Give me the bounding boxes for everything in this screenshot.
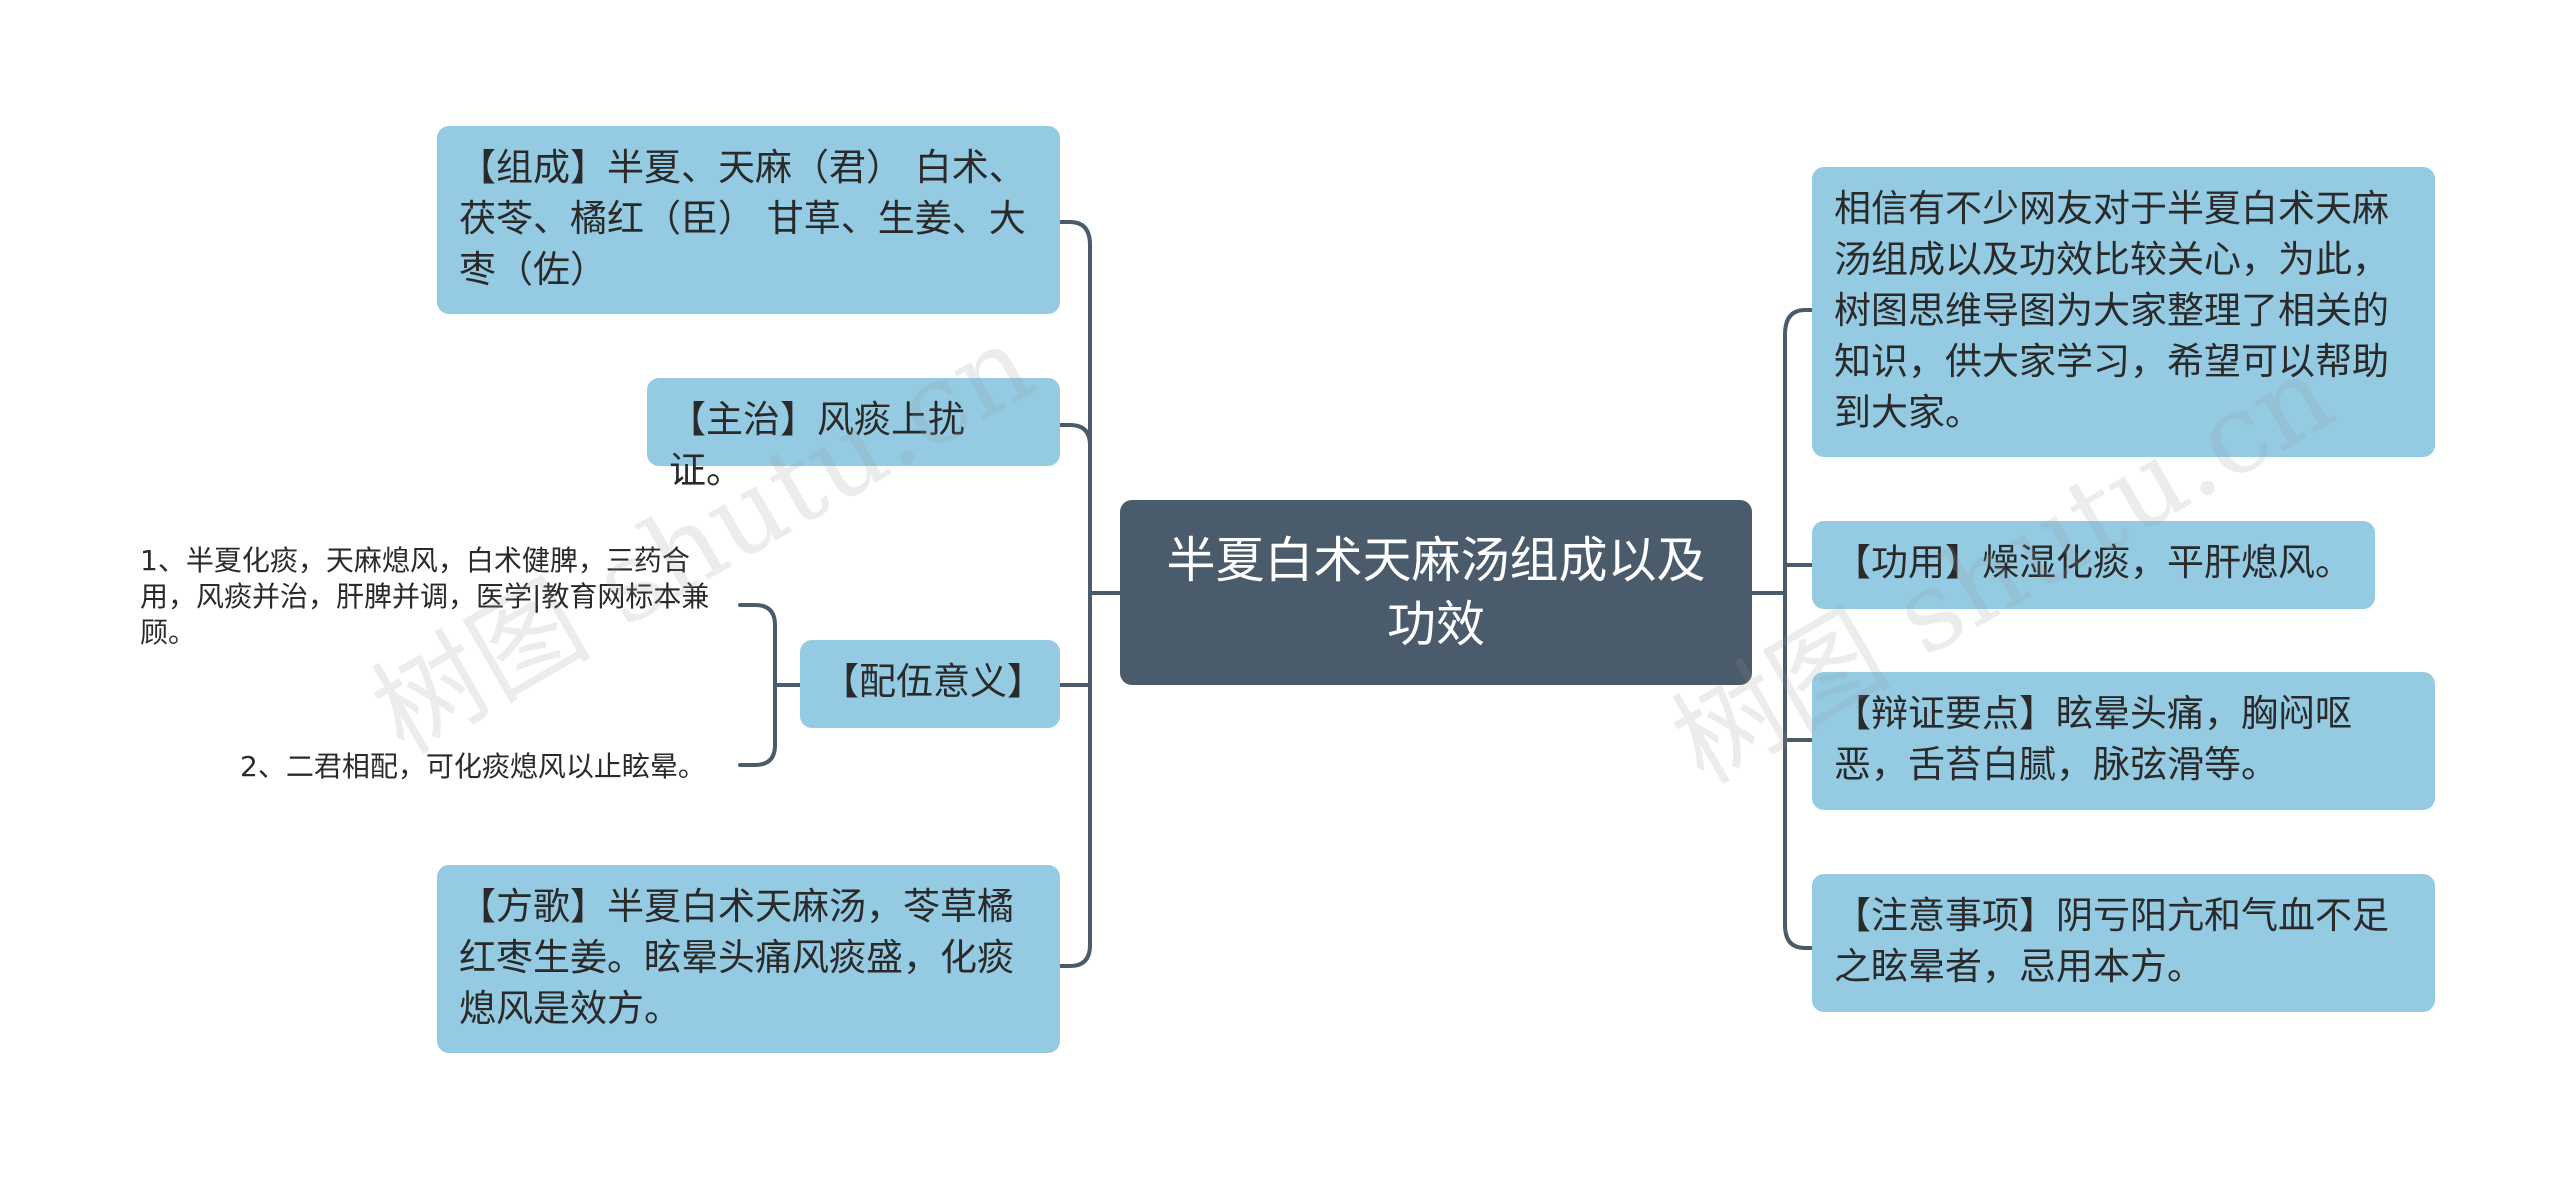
right-node-intro-text: 相信有不少网友对于半夏白术天麻汤组成以及功效比较关心，为此，树图思维导图为大家整… (1834, 187, 2389, 434)
peiwu-child-2-text: 2、二君相配，可化痰熄风以止眩晕。 (240, 750, 706, 783)
left-node-formula-song[interactable]: 【方歌】半夏白术天麻汤，苓草橘红枣生姜。眩晕头痛风痰盛，化痰熄风是效方。 (437, 865, 1060, 1053)
peiwu-child-2[interactable]: 2、二君相配，可化痰熄风以止眩晕。 (240, 749, 730, 785)
connector-left-trunk (1056, 220, 1092, 968)
center-topic-title: 半夏白术天麻汤组成以及功效 (1166, 531, 1706, 653)
right-node-function-text: 【功用】燥湿化痰，平肝熄风。 (1834, 541, 2352, 584)
right-node-diagnosis-text: 【辩证要点】眩晕头痛，胸闷呕恶，舌苔白腻，脉弦滑等。 (1834, 692, 2352, 786)
right-node-intro[interactable]: 相信有不少网友对于半夏白术天麻汤组成以及功效比较关心，为此，树图思维导图为大家整… (1812, 167, 2435, 457)
left-node-formula-song-text: 【方歌】半夏白术天麻汤，苓草橘红枣生姜。眩晕头痛风痰盛，化痰熄风是效方。 (459, 885, 1014, 1030)
left-node-composition[interactable]: 【组成】半夏、天麻（君） 白术、茯苓、橘红（臣） 甘草、生姜、大枣（佐） (437, 126, 1060, 314)
peiwu-child-1-text: 1、半夏化痰，天麻熄风，白术健脾，三药合用，风痰并治，肝脾并调，医学|教育网标本… (140, 544, 710, 649)
connector-peiwu-trunk (738, 603, 802, 767)
right-node-precautions-text: 【注意事项】阴亏阳亢和气血不足之眩晕者，忌用本方。 (1834, 894, 2389, 988)
right-node-diagnosis[interactable]: 【辩证要点】眩晕头痛，胸闷呕恶，舌苔白腻，脉弦滑等。 (1812, 672, 2435, 810)
center-topic[interactable]: 半夏白术天麻汤组成以及功效 (1120, 500, 1752, 685)
connector-left-2 (1056, 423, 1092, 447)
left-node-peiwu[interactable]: 【配伍意义】 (800, 640, 1060, 728)
connector-right-trunk (1783, 308, 1814, 950)
left-node-indication-text: 【主治】风痰上扰证。 (669, 398, 965, 492)
left-node-composition-text: 【组成】半夏、天麻（君） 白术、茯苓、橘红（臣） 甘草、生姜、大枣（佐） (459, 146, 1026, 291)
right-node-function[interactable]: 【功用】燥湿化痰，平肝熄风。 (1812, 521, 2375, 609)
left-node-indication[interactable]: 【主治】风痰上扰证。 (647, 378, 1060, 492)
right-node-precautions[interactable]: 【注意事项】阴亏阳亢和气血不足之眩晕者，忌用本方。 (1812, 874, 2435, 1012)
left-node-peiwu-text: 【配伍意义】 (822, 660, 1044, 703)
peiwu-child-1[interactable]: 1、半夏化痰，天麻熄风，白术健脾，三药合用，风痰并治，肝脾并调，医学|教育网标本… (140, 543, 730, 651)
